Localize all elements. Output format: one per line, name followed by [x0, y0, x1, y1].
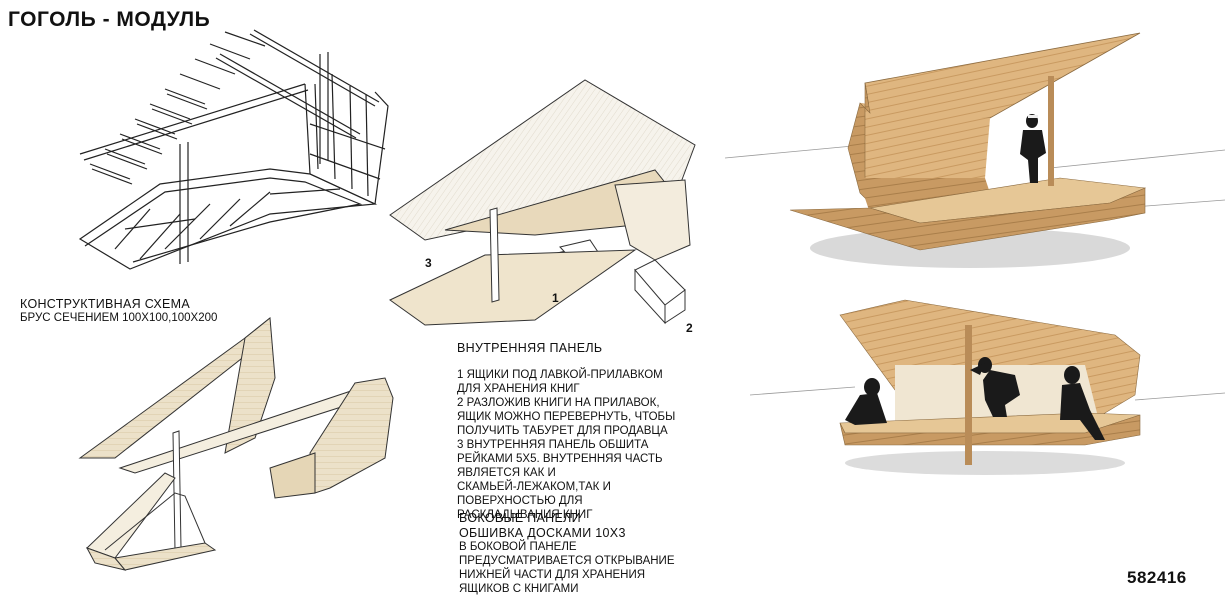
- frame-right-wall: [304, 52, 389, 205]
- roof-top: [864, 32, 1141, 119]
- frame-roof-beams: [79, 29, 380, 161]
- lower-base-panel: [86, 472, 176, 559]
- right-side-block: [309, 377, 394, 494]
- side-panels-line: В БОКОВОЙ ПАНЕЛЕ: [459, 541, 577, 553]
- person-silhouette-sitting-left: [845, 378, 887, 425]
- label-2: 2: [686, 321, 693, 335]
- reference-number: 582416: [1127, 568, 1187, 587]
- person-silhouette-standing: [1020, 114, 1046, 183]
- label-3: 3: [425, 256, 432, 270]
- side-panels-line: НИЖНЕЙ ЧАСТИ ДЛЯ ХРАНЕНИЯ: [459, 569, 646, 581]
- module-shadow-2: [845, 451, 1125, 475]
- inner-panel-line: ЯЩИК МОЖНО ПЕРЕВЕРНУТЬ, ЧТОБЫ: [457, 411, 676, 423]
- ground-lines-2: [749, 386, 1226, 401]
- inner-post: [489, 207, 500, 303]
- frame-base: [78, 168, 378, 270]
- module-render-bottom: [749, 299, 1226, 475]
- inner-panel-line: СКАМЬЕЙ-ЛЕЖАКОМ,ТАК И: [457, 481, 611, 493]
- inner-panel-line: ЯВЛЯЕТСЯ КАК И: [457, 467, 556, 479]
- inner-panel-line: ДЛЯ ХРАНЕНИЯ КНИГ: [457, 383, 580, 395]
- inner-panel-line: РЕЙКАМИ 5Х5. ВНУТРЕННЯЯ ЧАСТЬ: [457, 453, 663, 465]
- frame-caption-subtitle: БРУС СЕЧЕНИЕМ 100Х100,100Х200: [20, 312, 218, 324]
- side-panels-line: ПРЕДУСМАТРИВАЕТСЯ ОТКРЫВАНИЕ: [459, 555, 675, 567]
- label-1: 1: [552, 291, 559, 305]
- inner-roof: [389, 79, 696, 241]
- stool-box: [634, 259, 686, 325]
- inner-panel-text: 1 ЯЩИКИ ПОД ЛАВКОЙ-ПРИЛАВКОМ ДЛЯ ХРАНЕНИ…: [457, 368, 675, 522]
- bench-front: [839, 414, 1141, 446]
- person-silhouette-sitting-right: [1060, 366, 1105, 440]
- structural-frame-drawing: [78, 29, 389, 270]
- side-panels-line: ЯЩИКОВ С КНИГАМИ: [459, 583, 579, 595]
- counter-front: [789, 187, 1146, 251]
- bench-panel: [389, 249, 637, 326]
- inner-panel-heading: ВНУТРЕННЯЯ ПАНЕЛЬ: [457, 341, 603, 355]
- side-panels-subheading: ОБШИВКА ДОСКАМИ 10Х3: [459, 526, 626, 540]
- back-wall: [860, 103, 990, 178]
- side-panels-text: В БОКОВОЙ ПАНЕЛЕ ПРЕДУСМАТРИВАЕТСЯ ОТКРЫ…: [459, 540, 675, 596]
- person-silhouette-crouching: [970, 357, 1020, 417]
- inner-panel-line: РАСКЛАДЫВАНИЯ КНИГ: [457, 509, 593, 521]
- inner-panel-line: 3 ВНУТРЕННЯЯ ПАНЕЛЬ ОБШИТА: [457, 439, 649, 451]
- inner-panel-line: 2 РАЗЛОЖИВ КНИГИ НА ПРИЛАВОК,: [457, 397, 660, 409]
- render-post-2: [965, 325, 972, 465]
- inner-panel-line: ПОЛУЧИТЬ ТАБУРЕТ ДЛЯ ПРОДАВЦА: [457, 425, 668, 437]
- side-panels-heading: БОКОВЫЕ ПАНЕЛИ: [459, 511, 581, 525]
- page-title: ГОГОЛЬ - МОДУЛЬ: [8, 8, 211, 31]
- side-post: [172, 430, 182, 551]
- inner-panel-line: 1 ЯЩИКИ ПОД ЛАВКОЙ-ПРИЛАВКОМ: [457, 369, 663, 381]
- frame-caption-title: КОНСТРУКТИВНАЯ СХЕМА: [20, 297, 190, 311]
- side-panels-drawing: [78, 317, 394, 571]
- module-render-top: [724, 32, 1226, 268]
- frame-rafters: [89, 31, 266, 185]
- frame-main-post: [179, 142, 189, 264]
- render-post: [1048, 76, 1054, 186]
- inner-panel-drawing: [389, 79, 696, 326]
- inner-panel-line: ПОВЕРХНОСТЬЮ ДЛЯ: [457, 495, 583, 507]
